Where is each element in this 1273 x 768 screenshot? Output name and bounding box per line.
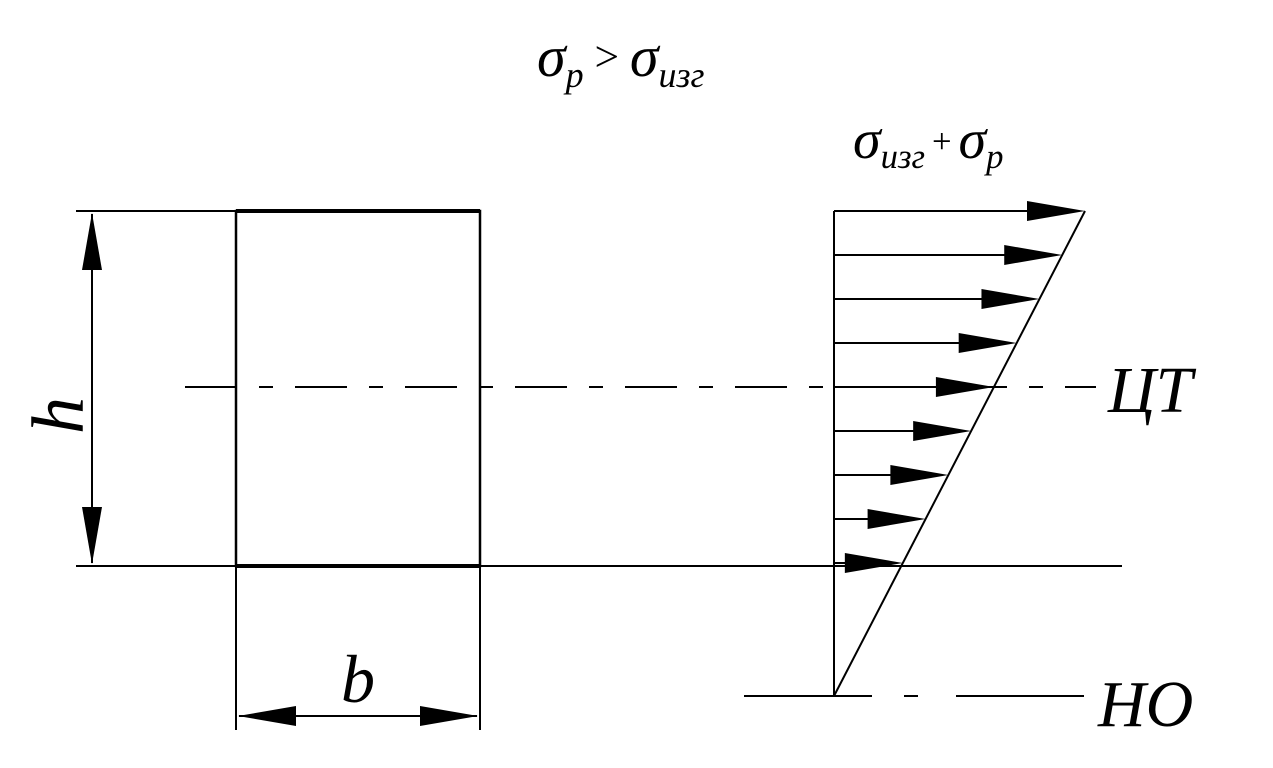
plus-sign: + <box>932 121 952 161</box>
subscript-p: р <box>565 54 584 95</box>
stress-comparison-title: σр>σизг <box>537 28 705 93</box>
subscript-p: р <box>986 137 1004 177</box>
stress-arrow-head-7 <box>890 465 949 485</box>
stress-arrow-head-5 <box>935 377 994 397</box>
cross-section-rectangle <box>234 209 482 568</box>
stress-arrow-head-4 <box>958 333 1017 353</box>
stress-hypotenuse <box>833 210 1086 697</box>
centroid-axis-label: ЦТ <box>1108 354 1193 427</box>
stress-sum-label: σизг+σр <box>853 109 1004 174</box>
sigma-symbol: σ <box>958 109 987 171</box>
sigma-symbol: σ <box>537 24 566 89</box>
width-arrow-right <box>420 706 478 726</box>
height-label: h <box>18 397 100 434</box>
subscript-izg: изг <box>658 54 705 95</box>
stress-arrows <box>834 201 1085 573</box>
height-arrow-top <box>82 213 102 270</box>
stress-arrow-head-3 <box>981 289 1040 309</box>
stress-arrow-head-9 <box>844 553 903 573</box>
stress-arrow-head-6 <box>913 421 972 441</box>
subscript-izg: изг <box>880 137 926 177</box>
width-label: b <box>341 641 375 717</box>
height-arrow-bottom <box>82 507 102 564</box>
greater-than-sign: > <box>594 32 620 81</box>
sigma-symbol: σ <box>853 109 881 171</box>
sigma-symbol: σ <box>629 24 659 89</box>
stress-arrow-head-2 <box>1004 245 1063 265</box>
stress-arrow-head-1 <box>1027 201 1085 221</box>
neutral-axis-label: НО <box>1098 668 1194 741</box>
stress-arrow-head-8 <box>867 509 926 529</box>
width-arrow-left <box>238 706 296 726</box>
